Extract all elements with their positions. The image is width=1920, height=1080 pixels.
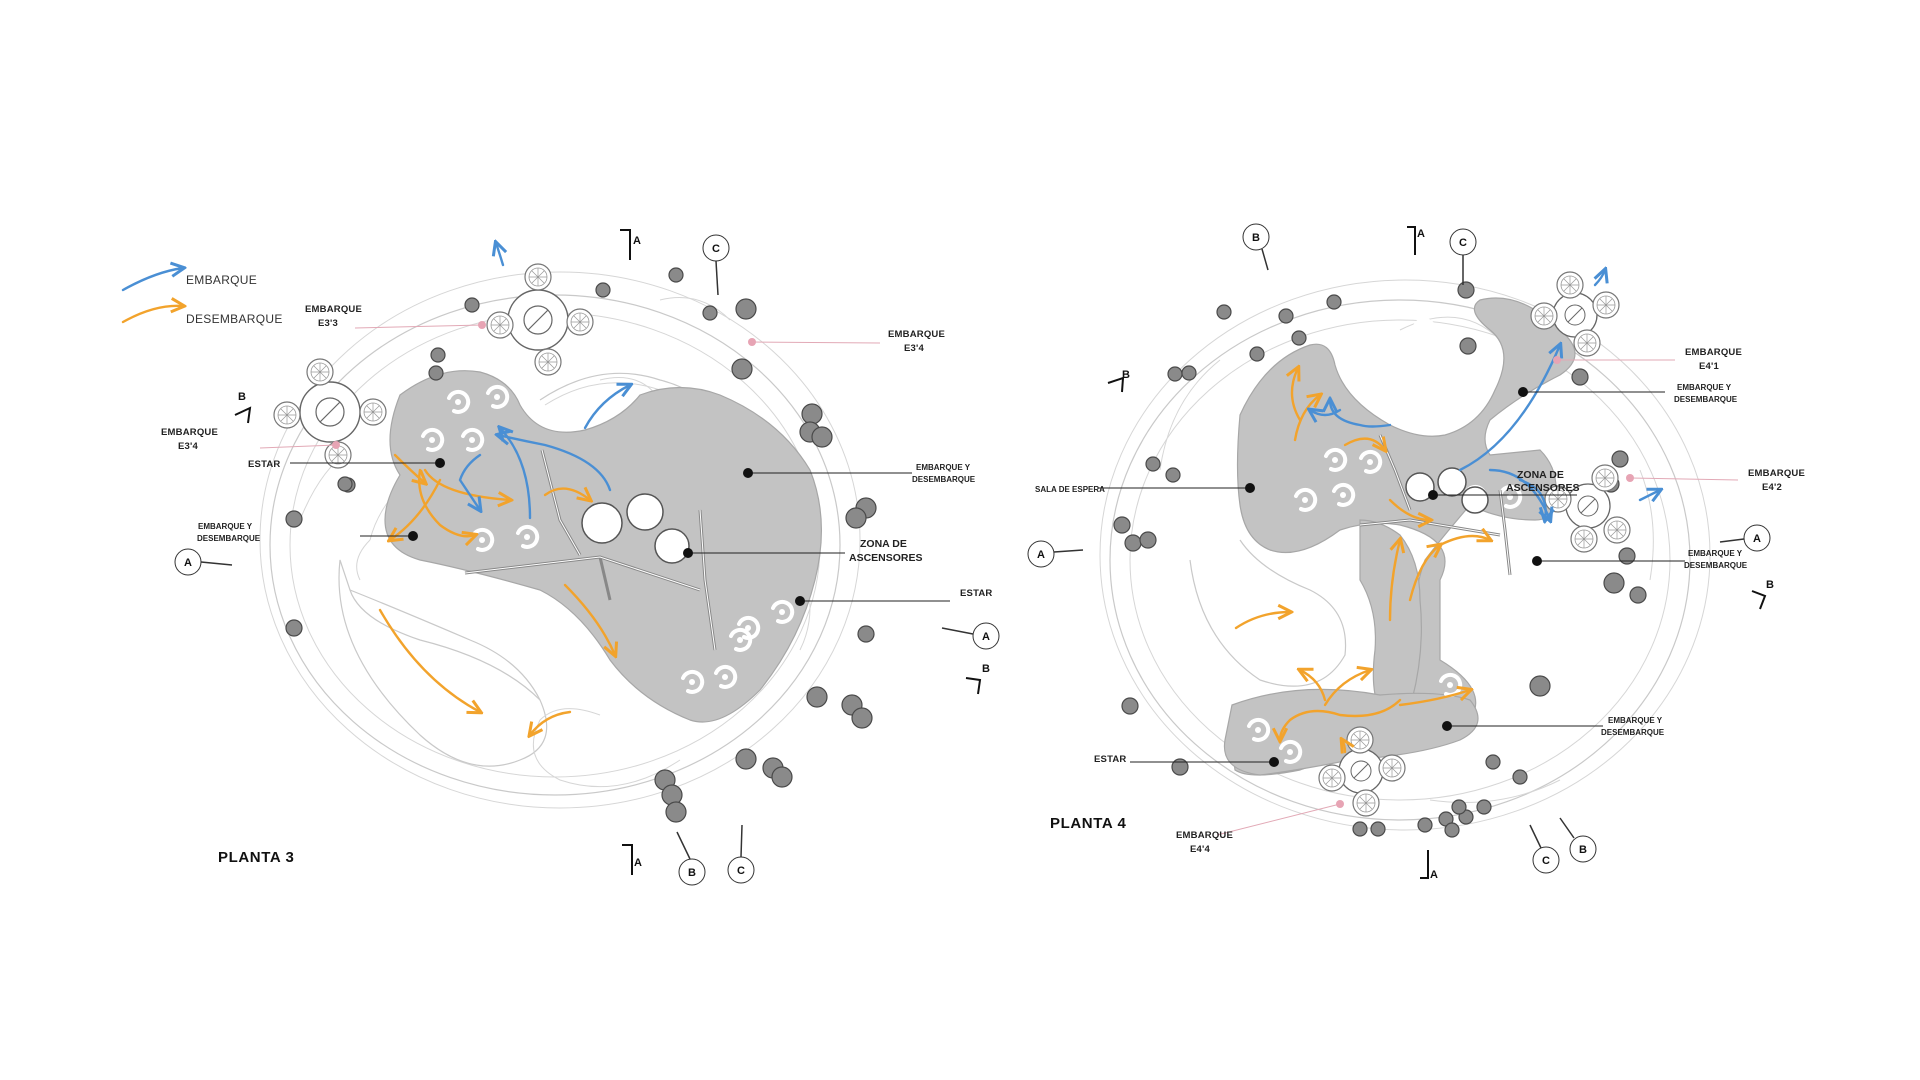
label-desembarque-mid: DESEMBARQUE	[1684, 561, 1748, 570]
label-embarque-e41: EMBARQUE	[1685, 347, 1742, 358]
label-embarque-y-bot: EMBARQUE Y	[1608, 716, 1663, 725]
label-desembarque: DESEMBARQUE	[197, 534, 261, 543]
label-embarque-y-top: EMBARQUE Y	[1677, 383, 1732, 392]
section-mark-b-top: B	[1252, 232, 1260, 244]
legend: EMBARQUE DESEMBARQUE	[121, 268, 283, 326]
legend-desembarque-arrow	[121, 306, 183, 324]
label-embarque-e34-left: EMBARQUE	[161, 427, 218, 438]
section-mark-c-top-4: C	[1459, 237, 1467, 249]
label-sala-de-espera: SALA DE ESPERA	[1035, 485, 1105, 494]
plan-3-section-marks: A B A C A A B B C	[174, 229, 1000, 886]
plan-4-section-marks: B A C B A A B A C B	[1027, 223, 1774, 881]
plan-3-trees	[285, 267, 877, 823]
plan-3-embark-flows	[458, 243, 630, 520]
section-mark-b-bottom-4: B	[1579, 844, 1587, 856]
label-embarque-e34-right-code: E3'4	[904, 343, 924, 354]
label-embarque-e42: EMBARQUE	[1748, 468, 1805, 479]
label-estar-4: ESTAR	[1094, 754, 1127, 765]
plan-4-boarding-station-e41	[1530, 271, 1620, 357]
section-mark-b-right-4: B	[1766, 579, 1774, 591]
section-mark-a-left-4: A	[1037, 549, 1045, 561]
section-mark-b-left: B	[238, 391, 246, 403]
section-mark-b-left-4: B	[1122, 369, 1130, 381]
label-embarque-e34-left-code: E3'4	[178, 441, 198, 452]
label-zona-de: ZONA DE	[860, 538, 907, 550]
plan-3-elevators	[581, 493, 690, 564]
section-mark-a-right-4: A	[1753, 533, 1761, 545]
plan-4-disembark-flows	[1234, 368, 1490, 752]
label-ascensores: ASCENSORES	[849, 552, 923, 564]
section-mark-a-bottom-4: A	[1430, 869, 1438, 881]
plan-3-floor-slab	[384, 370, 823, 723]
plan-4-sketch	[1099, 279, 1711, 831]
section-mark-a-bottom: A	[634, 857, 642, 869]
label-embarque-e42-code: E4'2	[1762, 482, 1782, 493]
label-embarque-e33: EMBARQUE	[305, 304, 362, 315]
label-embarque-e44-code: E4'4	[1190, 844, 1210, 855]
label-embarque-e34-right: EMBARQUE	[888, 329, 945, 340]
section-mark-c-bottom-4: C	[1542, 855, 1550, 867]
plan-3-labels: EMBARQUE E3'3 EMBARQUE E3'4 EMBARQUE E3'…	[161, 304, 993, 866]
plan-4: EMBARQUE E4'1 EMBARQUE Y DESEMBARQUE EMB…	[1027, 223, 1805, 881]
label-zona-de-4: ZONA DE	[1517, 469, 1564, 481]
label-embarque-e33-code: E3'3	[318, 318, 338, 329]
section-mark-c-bottom: C	[737, 865, 745, 877]
label-estar-right: ESTAR	[960, 588, 993, 599]
label-desembarque-bot: DESEMBARQUE	[1601, 728, 1665, 737]
plan-4-title: PLANTA 4	[1050, 815, 1127, 832]
plan-4-leaders	[1098, 356, 1739, 836]
plan-4-elevators	[1405, 467, 1489, 514]
label-desembarque-right: DESEMBARQUE	[912, 475, 976, 484]
label-embarque-y: EMBARQUE Y	[198, 522, 253, 531]
plan-3-title: PLANTA 3	[218, 849, 294, 866]
label-embarque-y-mid: EMBARQUE Y	[1688, 549, 1743, 558]
plan-3-boarding-station-left	[273, 358, 387, 469]
plan-4-boarding-station-e44	[1318, 726, 1406, 817]
plan-3-leaders	[259, 321, 950, 606]
plan-3-boarding-station-top	[486, 263, 594, 376]
section-mark-b-right: B	[982, 663, 990, 675]
section-mark-a-left: A	[184, 557, 192, 569]
label-estar: ESTAR	[248, 459, 281, 470]
label-desembarque-top: DESEMBARQUE	[1674, 395, 1738, 404]
section-mark-a-top-4: A	[1417, 228, 1425, 240]
section-mark-b-bottom: B	[688, 867, 696, 879]
plan-4-embark-flows	[1310, 270, 1660, 520]
legend-embarque-label: EMBARQUE	[186, 273, 257, 287]
section-mark-a-top: A	[633, 235, 641, 247]
label-embarque-e44: EMBARQUE	[1176, 830, 1233, 841]
section-mark-a-right: A	[982, 631, 990, 643]
label-embarque-y-right: EMBARQUE Y	[916, 463, 971, 472]
plan-3: EMBARQUE E3'3 EMBARQUE E3'4 EMBARQUE E3'…	[161, 229, 1000, 886]
label-embarque-e41-code: E4'1	[1699, 361, 1719, 372]
label-ascensores-4: ASCENSORES	[1506, 482, 1580, 494]
legend-embarque-arrow	[121, 268, 183, 292]
legend-desembarque-label: DESEMBARQUE	[186, 312, 283, 326]
section-mark-c-top: C	[712, 243, 720, 255]
plan-4-labels: EMBARQUE E4'1 EMBARQUE Y DESEMBARQUE EMB…	[1035, 347, 1805, 855]
